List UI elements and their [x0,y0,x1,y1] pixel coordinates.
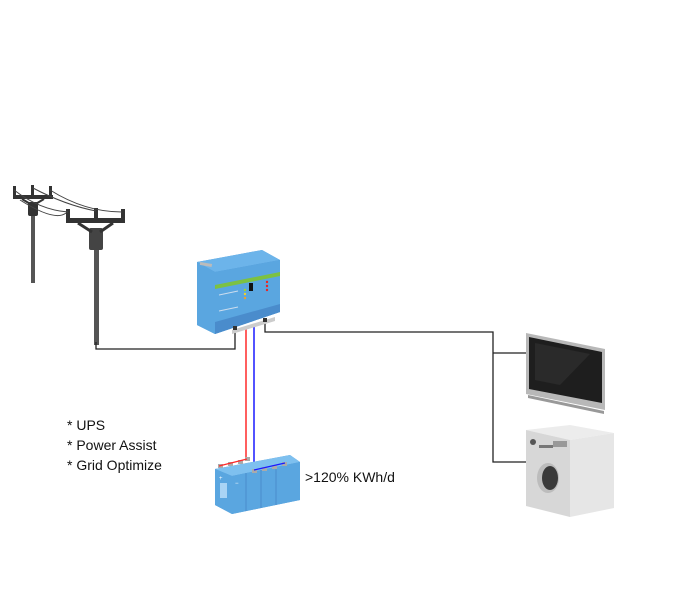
feature-ups: * UPS [67,417,106,433]
feature-grid-optimize: * Grid Optimize [67,457,162,473]
wire-grid-to-inverter [95,330,236,350]
power-pole-back [13,185,53,283]
power-poles-icon [13,185,125,345]
wire-inverter-to-loads [264,322,526,463]
inverter-charger-icon [197,250,280,334]
svg-text:+: + [219,476,223,482]
battery-bank-icon: + − [215,455,300,514]
power-pole-front [66,208,125,345]
feature-list: * UPS * Power Assist * Grid Optimize [67,415,162,475]
svg-text:−: − [235,481,239,487]
television-icon [526,333,605,414]
washing-machine-icon [526,425,614,517]
battery-capacity-label: >120% KWh/d [305,469,395,485]
feature-power-assist: * Power Assist [67,437,157,453]
